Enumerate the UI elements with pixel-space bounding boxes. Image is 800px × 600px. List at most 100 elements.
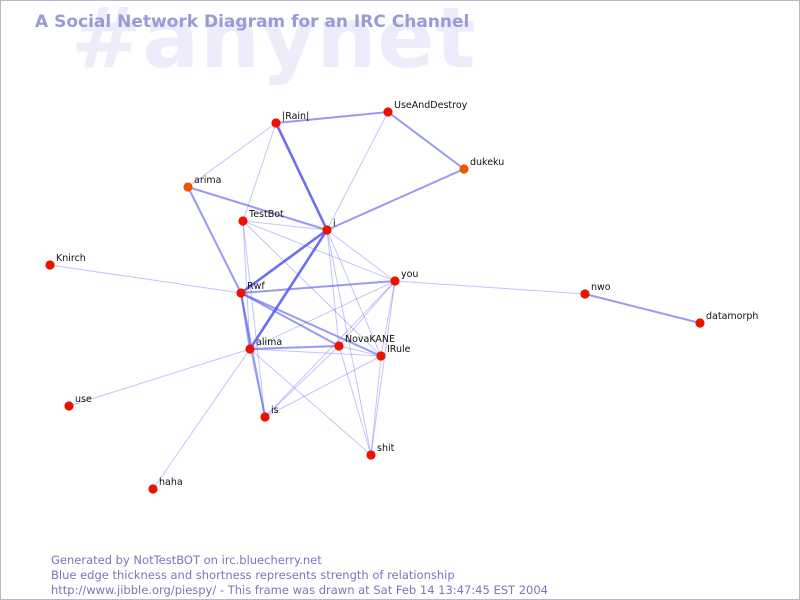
node-marker bbox=[148, 484, 158, 494]
edge-TestBot-IRule bbox=[242, 220, 382, 357]
edge-i-NovaKANE bbox=[326, 229, 340, 347]
edge-nwo-datamorph bbox=[584, 293, 701, 324]
edge-Knirch-Rwf bbox=[49, 264, 242, 294]
node-marker bbox=[236, 288, 246, 298]
edge-you-alima bbox=[249, 280, 396, 350]
edge-TestBot-alima bbox=[242, 220, 251, 350]
edge-Rwf-you bbox=[240, 280, 396, 294]
edge-i-IRule bbox=[326, 229, 382, 357]
edge-Rwf-is bbox=[240, 292, 266, 418]
node-label: IRule bbox=[387, 344, 411, 355]
edge-NovaKANE-is bbox=[264, 345, 340, 418]
node-IRule: IRule bbox=[376, 344, 411, 361]
channel-watermark: #anynet bbox=[71, 0, 477, 87]
node-label: UseAndDestroy bbox=[394, 100, 468, 111]
node-label: TestBot bbox=[248, 209, 284, 220]
node-arima: arima bbox=[183, 175, 221, 192]
node-Rain: |Rain| bbox=[271, 111, 309, 128]
edge-i-you bbox=[326, 229, 396, 282]
edge-TestBot-i bbox=[242, 220, 328, 231]
node-i: i bbox=[322, 218, 336, 235]
edge-Rain-i bbox=[274, 121, 329, 232]
node-marker bbox=[271, 118, 281, 128]
node-label: you bbox=[401, 269, 418, 280]
edge-alima-IRule bbox=[249, 348, 382, 357]
edge-Rwf-IRule bbox=[240, 292, 382, 357]
node-marker bbox=[183, 182, 193, 192]
node-label: |Rain| bbox=[282, 111, 309, 122]
node-use: use bbox=[64, 394, 92, 411]
edge-alima-haha bbox=[152, 348, 251, 490]
edge-alima-is bbox=[249, 348, 266, 418]
edge-i-Rwf bbox=[239, 228, 329, 295]
edge-arima-Rwf bbox=[187, 186, 242, 294]
edge-UseAndDestroy-i bbox=[326, 111, 389, 231]
node-marker bbox=[334, 341, 344, 351]
node-TestBot: TestBot bbox=[238, 209, 284, 226]
node-Rwf: Rwf bbox=[236, 281, 265, 298]
footer-credits: http://www.jibble.org/piespy/ - This fra… bbox=[51, 583, 548, 597]
edge-TestBot-is bbox=[242, 220, 266, 418]
edge-you-IRule bbox=[380, 280, 396, 357]
footer-generated-by: Generated by NotTestBOT on irc.bluecherr… bbox=[51, 553, 322, 567]
node-UseAndDestroy: UseAndDestroy bbox=[383, 100, 468, 117]
edge-alima-use bbox=[68, 348, 251, 407]
edge-Rain-TestBot bbox=[242, 122, 277, 222]
node-marker bbox=[260, 412, 270, 422]
edge-you-shit bbox=[370, 280, 396, 456]
edge-alima-shit bbox=[249, 348, 372, 456]
node-label: alima bbox=[256, 337, 282, 348]
node-is: is bbox=[260, 405, 279, 422]
node-label: Rwf bbox=[247, 281, 265, 292]
node-marker bbox=[376, 351, 386, 361]
node-marker bbox=[383, 107, 393, 117]
edge-Rain-UseAndDestroy bbox=[275, 111, 389, 124]
edge-Rain-arima bbox=[187, 122, 277, 188]
edge-IRule-shit bbox=[370, 355, 382, 456]
node-marker bbox=[64, 401, 74, 411]
edge-you-is bbox=[264, 280, 396, 418]
node-marker bbox=[366, 450, 376, 460]
node-marker bbox=[45, 260, 55, 270]
node-marker bbox=[245, 344, 255, 354]
node-label: is bbox=[271, 405, 279, 416]
node-label: shit bbox=[377, 443, 395, 454]
edge-IRule-is bbox=[264, 355, 382, 418]
page-title: A Social Network Diagram for an IRC Chan… bbox=[35, 12, 470, 32]
node-marker bbox=[390, 276, 400, 286]
edge-alima-NovaKANE bbox=[249, 345, 340, 350]
edge-TestBot-you bbox=[242, 220, 396, 282]
node-marker bbox=[580, 289, 590, 299]
node-marker bbox=[459, 164, 469, 174]
edge-NovaKANE-shit bbox=[338, 345, 372, 456]
node-NovaKANE: NovaKANE bbox=[334, 334, 395, 351]
edge-Rwf-NovaKANE bbox=[240, 292, 340, 347]
node-haha: haha bbox=[148, 477, 183, 494]
footer-legend-note: Blue edge thickness and shortness repres… bbox=[51, 568, 455, 582]
node-label: NovaKANE bbox=[345, 334, 395, 345]
node-you: you bbox=[390, 269, 418, 286]
node-marker bbox=[238, 216, 248, 226]
node-marker bbox=[695, 318, 705, 328]
node-label: dukeku bbox=[470, 157, 504, 168]
node-Knirch: Knirch bbox=[45, 253, 86, 270]
node-nwo: nwo bbox=[580, 282, 611, 299]
edge-UseAndDestroy-dukeku bbox=[387, 111, 465, 170]
node-label: datamorph bbox=[706, 311, 758, 322]
node-alima: alima bbox=[245, 337, 282, 354]
node-label: nwo bbox=[591, 282, 611, 293]
edge-you-nwo bbox=[394, 280, 586, 295]
node-dukeku: dukeku bbox=[459, 157, 504, 174]
edge-layer bbox=[49, 111, 701, 490]
node-label: haha bbox=[159, 477, 183, 488]
edge-NovaKANE-IRule bbox=[338, 345, 382, 357]
node-label: i bbox=[333, 218, 336, 229]
node-label: arima bbox=[194, 175, 221, 186]
edge-you-NovaKANE bbox=[338, 280, 396, 347]
footer: Generated by NotTestBOT on irc.bluecherr… bbox=[51, 553, 548, 598]
edge-arima-i bbox=[187, 186, 328, 231]
node-label: use bbox=[75, 394, 92, 405]
